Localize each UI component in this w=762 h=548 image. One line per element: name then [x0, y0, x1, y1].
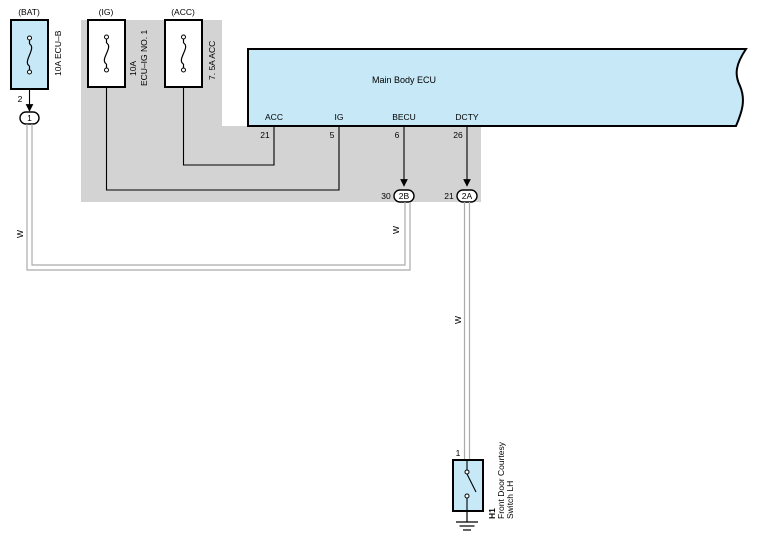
wire-color-left: W: [15, 230, 25, 238]
wire-color-mid: W: [391, 226, 401, 234]
ecu-box: [247, 48, 748, 127]
ecu-pin-dcty-name: DCTY: [455, 112, 478, 122]
connector-2b-pin: 30: [381, 191, 391, 201]
fuse-acc: [164, 19, 203, 88]
external-wire-dcty-switch: [463, 202, 471, 460]
ecu-pin-acc-name: ACC: [265, 112, 283, 122]
switch-code: H1: [487, 508, 497, 519]
connector-1: [19, 111, 40, 125]
supply-acc-label: (ACC): [171, 7, 195, 17]
connector-1-pin: 2: [18, 94, 23, 104]
ecu-pin-acc-number: 21: [260, 130, 270, 140]
connector-2b-label: 2B: [399, 191, 410, 201]
connector-1-label: 1: [27, 113, 32, 123]
fuse-acc-label: 7. 5A ACC: [207, 41, 217, 80]
connector-2b: [393, 189, 415, 203]
switch-name-line1: Front Door Courtesy: [496, 441, 506, 519]
wire-color-right: W: [453, 316, 463, 324]
switch-name-line2: Switch LH: [505, 481, 515, 519]
ecu-pin-ig-name: IG: [335, 112, 344, 122]
ecu-pin-dcty-number: 26: [453, 130, 463, 140]
connector-2a: [456, 189, 478, 203]
ecu-pin-becu-number: 6: [395, 130, 400, 140]
ground-icon: [456, 511, 478, 531]
supply-ig-label: (IG): [99, 7, 114, 17]
door-courtesy-switch: [452, 459, 484, 512]
internal-wires: [105, 87, 340, 191]
external-wire-bat-becu: [26, 124, 411, 271]
connector-2a-label: 2A: [462, 191, 473, 201]
fuse-ecu-ig: [87, 19, 126, 88]
fuse-ecu-b: [10, 19, 49, 90]
connector-2a-pin: 21: [444, 191, 454, 201]
fuse-ecu-ig-amp: 10A: [128, 61, 138, 76]
ecu-pin-ig-number: 5: [330, 130, 335, 140]
fuse-ecu-ig-name: ECU–IG NO. 1: [139, 30, 149, 86]
ecu-pin-becu-name: BECU: [392, 112, 416, 122]
ecu-title: Main Body ECU: [372, 75, 436, 85]
fuse-ecu-b-label: 10A ECU–B: [53, 30, 63, 76]
switch-pin: 1: [456, 448, 461, 458]
supply-bat-label: (BAT): [18, 7, 40, 17]
